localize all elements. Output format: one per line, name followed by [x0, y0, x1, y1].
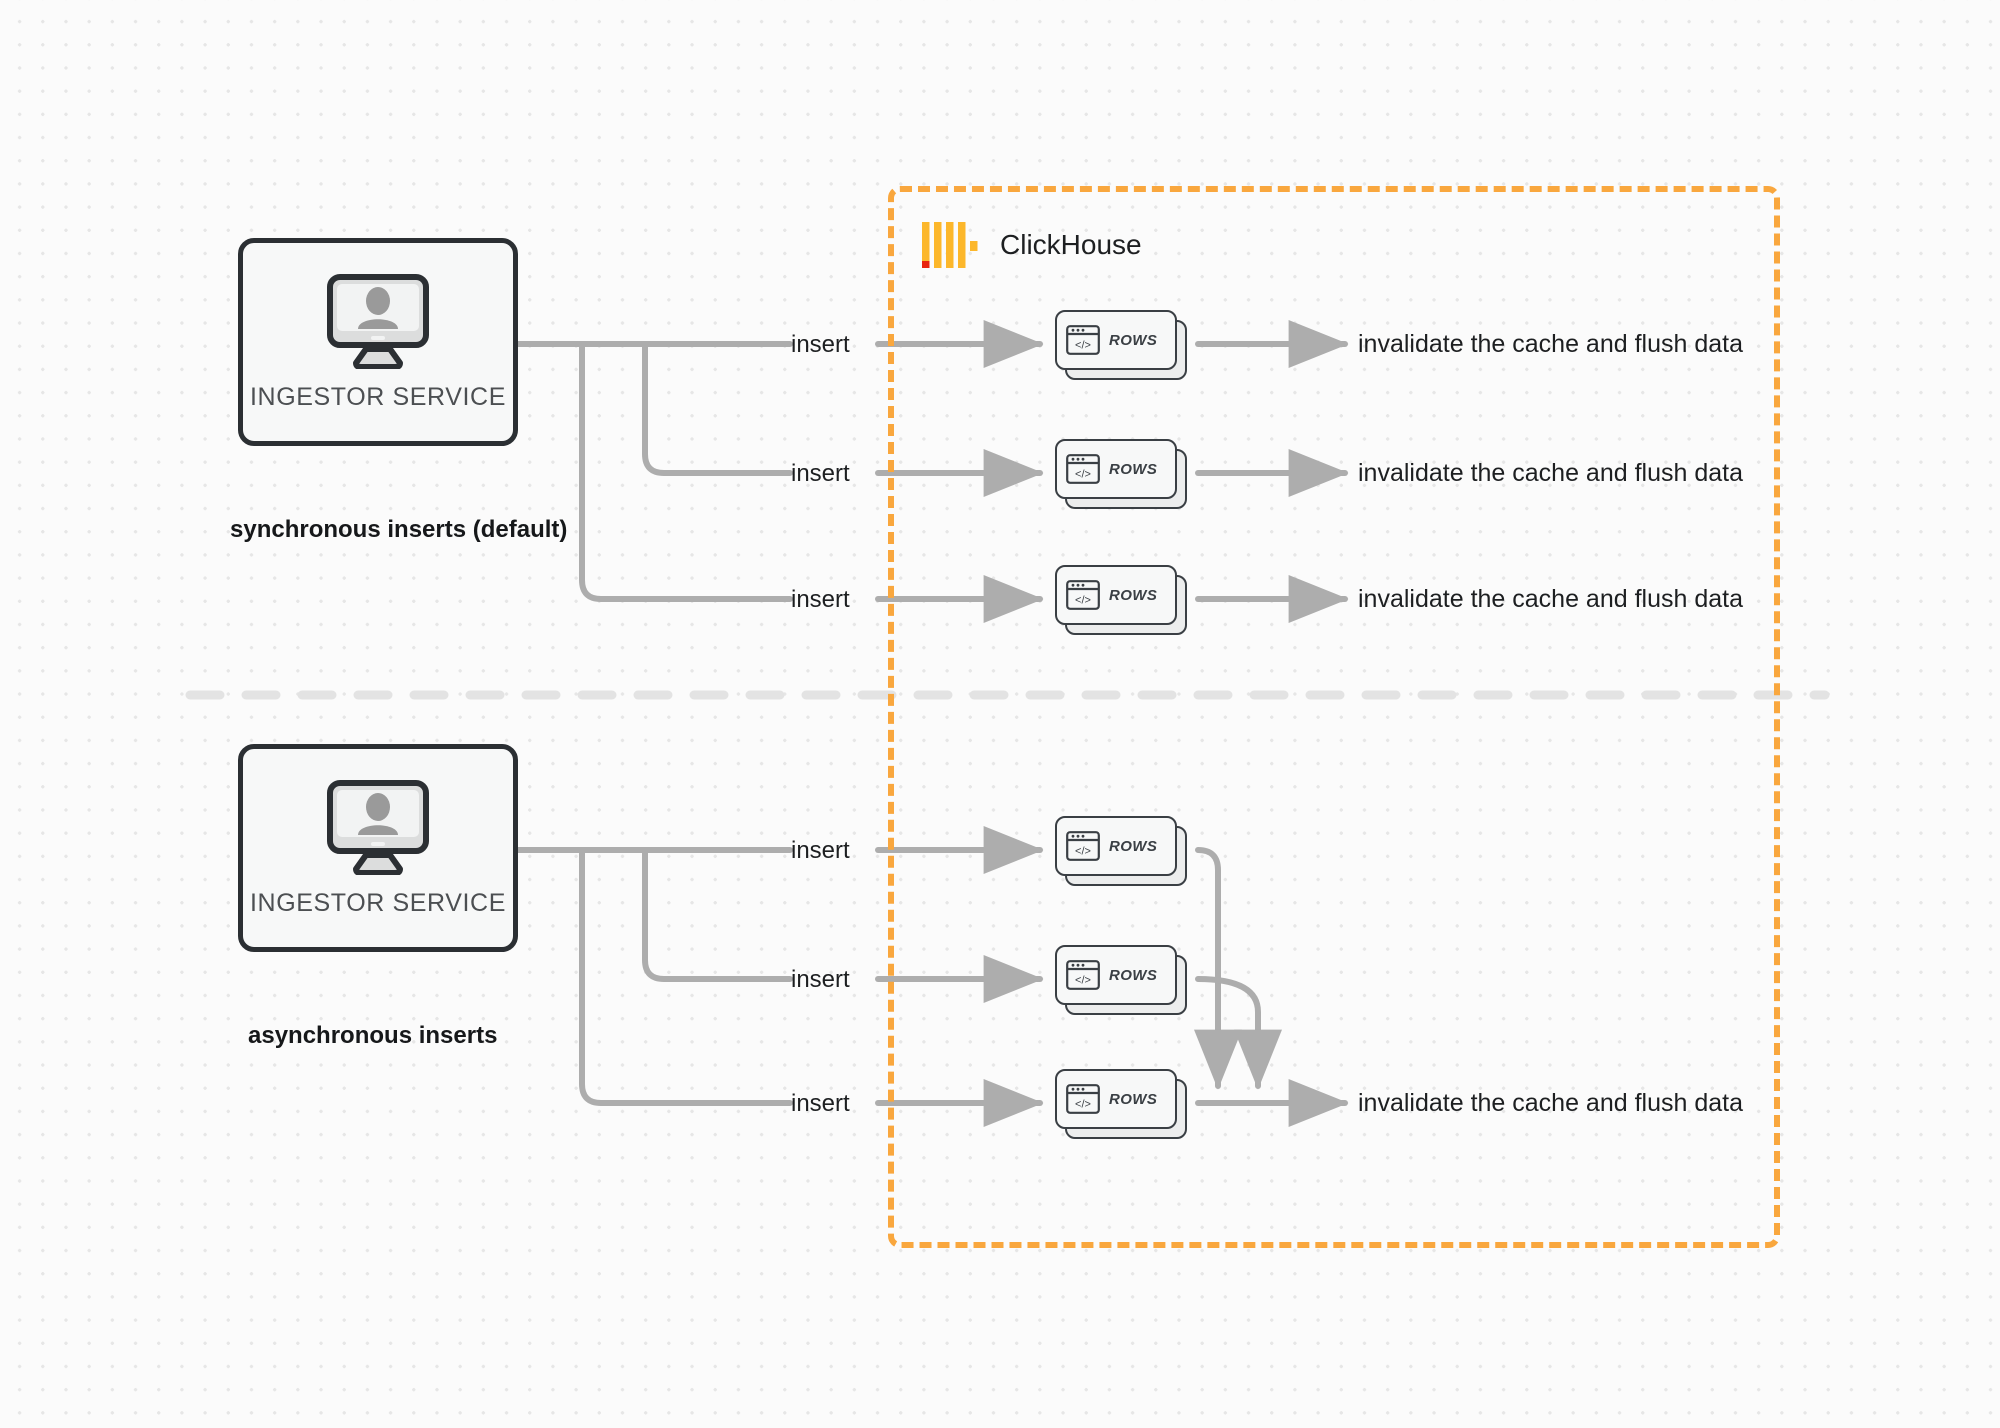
ingestor-service-node-sync[interactable]: INGESTOR SERVICE: [238, 238, 518, 446]
ingestor-service-label-sync: INGESTOR SERVICE: [250, 382, 506, 411]
section-caption-asynchronous: asynchronous inserts: [248, 1022, 498, 1049]
rows-node-sync-2[interactable]: </> ROWS: [1055, 439, 1187, 509]
code-window-icon: </>: [1066, 1084, 1100, 1114]
rows-label: ROWS: [1109, 460, 1158, 478]
async-edge-branch-2: [642, 847, 793, 982]
rows-card-front: </> ROWS: [1055, 816, 1177, 876]
edge-label-insert-sync-3: insert: [791, 586, 850, 613]
rows-label: ROWS: [1109, 331, 1158, 349]
code-window-icon: </>: [1066, 325, 1100, 355]
monitor-user-icon: [327, 273, 429, 369]
rows-node-sync-3[interactable]: </> ROWS: [1055, 565, 1187, 635]
rows-card-front: </> ROWS: [1055, 565, 1177, 625]
async-buffer-join-1: [1194, 847, 1242, 1090]
sync-edge-branch-3: [579, 341, 793, 602]
edge-label-insert-sync-1: insert: [791, 331, 850, 358]
code-window-icon: </>: [1066, 454, 1100, 484]
sink-label-sync-1: invalidate the cache and flush data: [1358, 330, 1743, 358]
rows-label: ROWS: [1109, 586, 1158, 604]
ingestor-service-node-async[interactable]: INGESTOR SERVICE: [238, 744, 518, 952]
section-caption-synchronous: synchronous inserts (default): [230, 516, 568, 543]
rows-node-async-3[interactable]: </> ROWS: [1055, 1069, 1187, 1139]
rows-node-async-1[interactable]: </> ROWS: [1055, 816, 1187, 886]
monitor-user-icon: [327, 779, 429, 875]
clickhouse-logo-icon: [922, 222, 978, 268]
rows-node-async-2[interactable]: </> ROWS: [1055, 945, 1187, 1015]
sync-edge-branch-2: [642, 341, 793, 476]
code-window-icon: </>: [1066, 580, 1100, 610]
rows-card-front: </> ROWS: [1055, 310, 1177, 370]
edge-label-insert-async-1: insert: [791, 837, 850, 864]
svg-text:</>: </>: [1075, 469, 1091, 481]
sink-label-sync-3: invalidate the cache and flush data: [1358, 585, 1743, 613]
clickhouse-brand: ClickHouse: [922, 222, 1142, 268]
code-window-icon: </>: [1066, 960, 1100, 990]
rows-card-front: </> ROWS: [1055, 1069, 1177, 1129]
svg-text:</>: </>: [1075, 340, 1091, 352]
rows-label: ROWS: [1109, 966, 1158, 984]
rows-label: ROWS: [1109, 1090, 1158, 1108]
svg-text:</>: </>: [1075, 975, 1091, 987]
rows-card-front: </> ROWS: [1055, 945, 1177, 1005]
svg-text:</>: </>: [1075, 846, 1091, 858]
ingestor-service-label-async: INGESTOR SERVICE: [250, 888, 506, 917]
rows-card-front: </> ROWS: [1055, 439, 1177, 499]
edge-label-insert-sync-2: insert: [791, 460, 850, 487]
edge-label-insert-async-2: insert: [791, 966, 850, 993]
rows-label: ROWS: [1109, 837, 1158, 855]
clickhouse-boundary: [888, 186, 1780, 1248]
async-buffer-join-2: [1195, 976, 1282, 1090]
svg-text:</>: </>: [1075, 595, 1091, 607]
svg-text:</>: </>: [1075, 1099, 1091, 1111]
rows-node-sync-1[interactable]: </> ROWS: [1055, 310, 1187, 380]
edge-label-insert-async-3: insert: [791, 1090, 850, 1117]
code-window-icon: </>: [1066, 831, 1100, 861]
sink-label-async-1: invalidate the cache and flush data: [1358, 1089, 1743, 1117]
async-edge-branch-3: [579, 847, 793, 1106]
sink-label-sync-2: invalidate the cache and flush data: [1358, 459, 1743, 487]
clickhouse-title: ClickHouse: [1000, 229, 1142, 260]
